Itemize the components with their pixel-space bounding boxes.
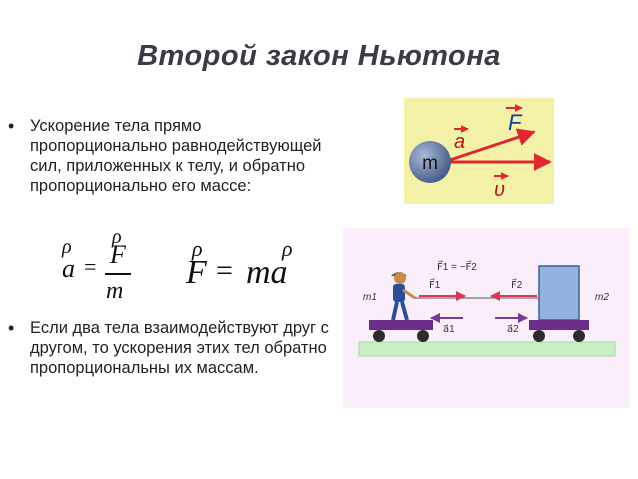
person bbox=[391, 272, 416, 321]
force-arrow bbox=[443, 128, 536, 164]
equation-label: F⃗1 = −F⃗2 bbox=[437, 260, 477, 273]
vec-mark-f2: ρ bbox=[192, 236, 203, 261]
slide-title: Второй закон Ньютона bbox=[137, 40, 501, 72]
vec-mark-a2: ρ bbox=[282, 236, 293, 261]
vec-mark-f: ρ bbox=[112, 226, 122, 248]
two-carts-diagram: F⃗1 = −F⃗2 m1 F⃗1 F⃗2 m2 a⃗1 a⃗2 bbox=[343, 228, 629, 408]
f1-label: F⃗1 bbox=[429, 278, 441, 291]
fraction-bar bbox=[105, 273, 131, 275]
box bbox=[538, 265, 580, 321]
vec-mark-a: ρ bbox=[62, 236, 72, 258]
right-cart-wheel bbox=[573, 330, 585, 342]
formula-numerator: F bbox=[110, 240, 126, 269]
f2-label: F⃗2 bbox=[511, 278, 523, 291]
formula2-equals: = bbox=[216, 254, 233, 287]
force-label: F bbox=[508, 110, 523, 135]
ground bbox=[358, 341, 616, 357]
bullet-marker: • bbox=[8, 116, 15, 136]
m2-label: m2 bbox=[595, 292, 609, 303]
m1-label: m1 bbox=[363, 292, 377, 303]
a1-label: a⃗1 bbox=[443, 324, 455, 335]
formula-lhs: a bbox=[62, 254, 75, 283]
formula-denominator: m bbox=[106, 278, 124, 304]
mass-label: m bbox=[422, 153, 438, 174]
right-cart bbox=[529, 320, 589, 330]
bullet-acceleration: • Ускорение тела прямо пропорционально р… bbox=[8, 116, 340, 226]
bullet-text: Ускорение тела прямо пропорционально рав… bbox=[30, 117, 322, 195]
diagram2-background bbox=[343, 228, 629, 408]
force-vector-diagram: m F a υ bbox=[404, 98, 554, 204]
formula2-lhs: F bbox=[186, 254, 207, 291]
accel-label: a bbox=[454, 131, 465, 153]
formula-equals: = bbox=[84, 254, 97, 279]
mass-ball bbox=[409, 141, 451, 183]
left-cart bbox=[369, 320, 433, 330]
formula2-rhs: ma bbox=[246, 254, 288, 291]
left-cart-wheel bbox=[373, 330, 385, 342]
velocity-label: υ bbox=[494, 179, 505, 201]
bullet-interaction: • Если два тела взаимодействуют друг с д… bbox=[8, 318, 340, 408]
bullet-text: Если два тела взаимодействуют друг с дру… bbox=[30, 319, 329, 377]
left-cart-wheel bbox=[417, 330, 429, 342]
right-cart-wheel bbox=[533, 330, 545, 342]
a2-label: a⃗2 bbox=[507, 324, 519, 335]
bullet-marker: • bbox=[8, 318, 15, 338]
